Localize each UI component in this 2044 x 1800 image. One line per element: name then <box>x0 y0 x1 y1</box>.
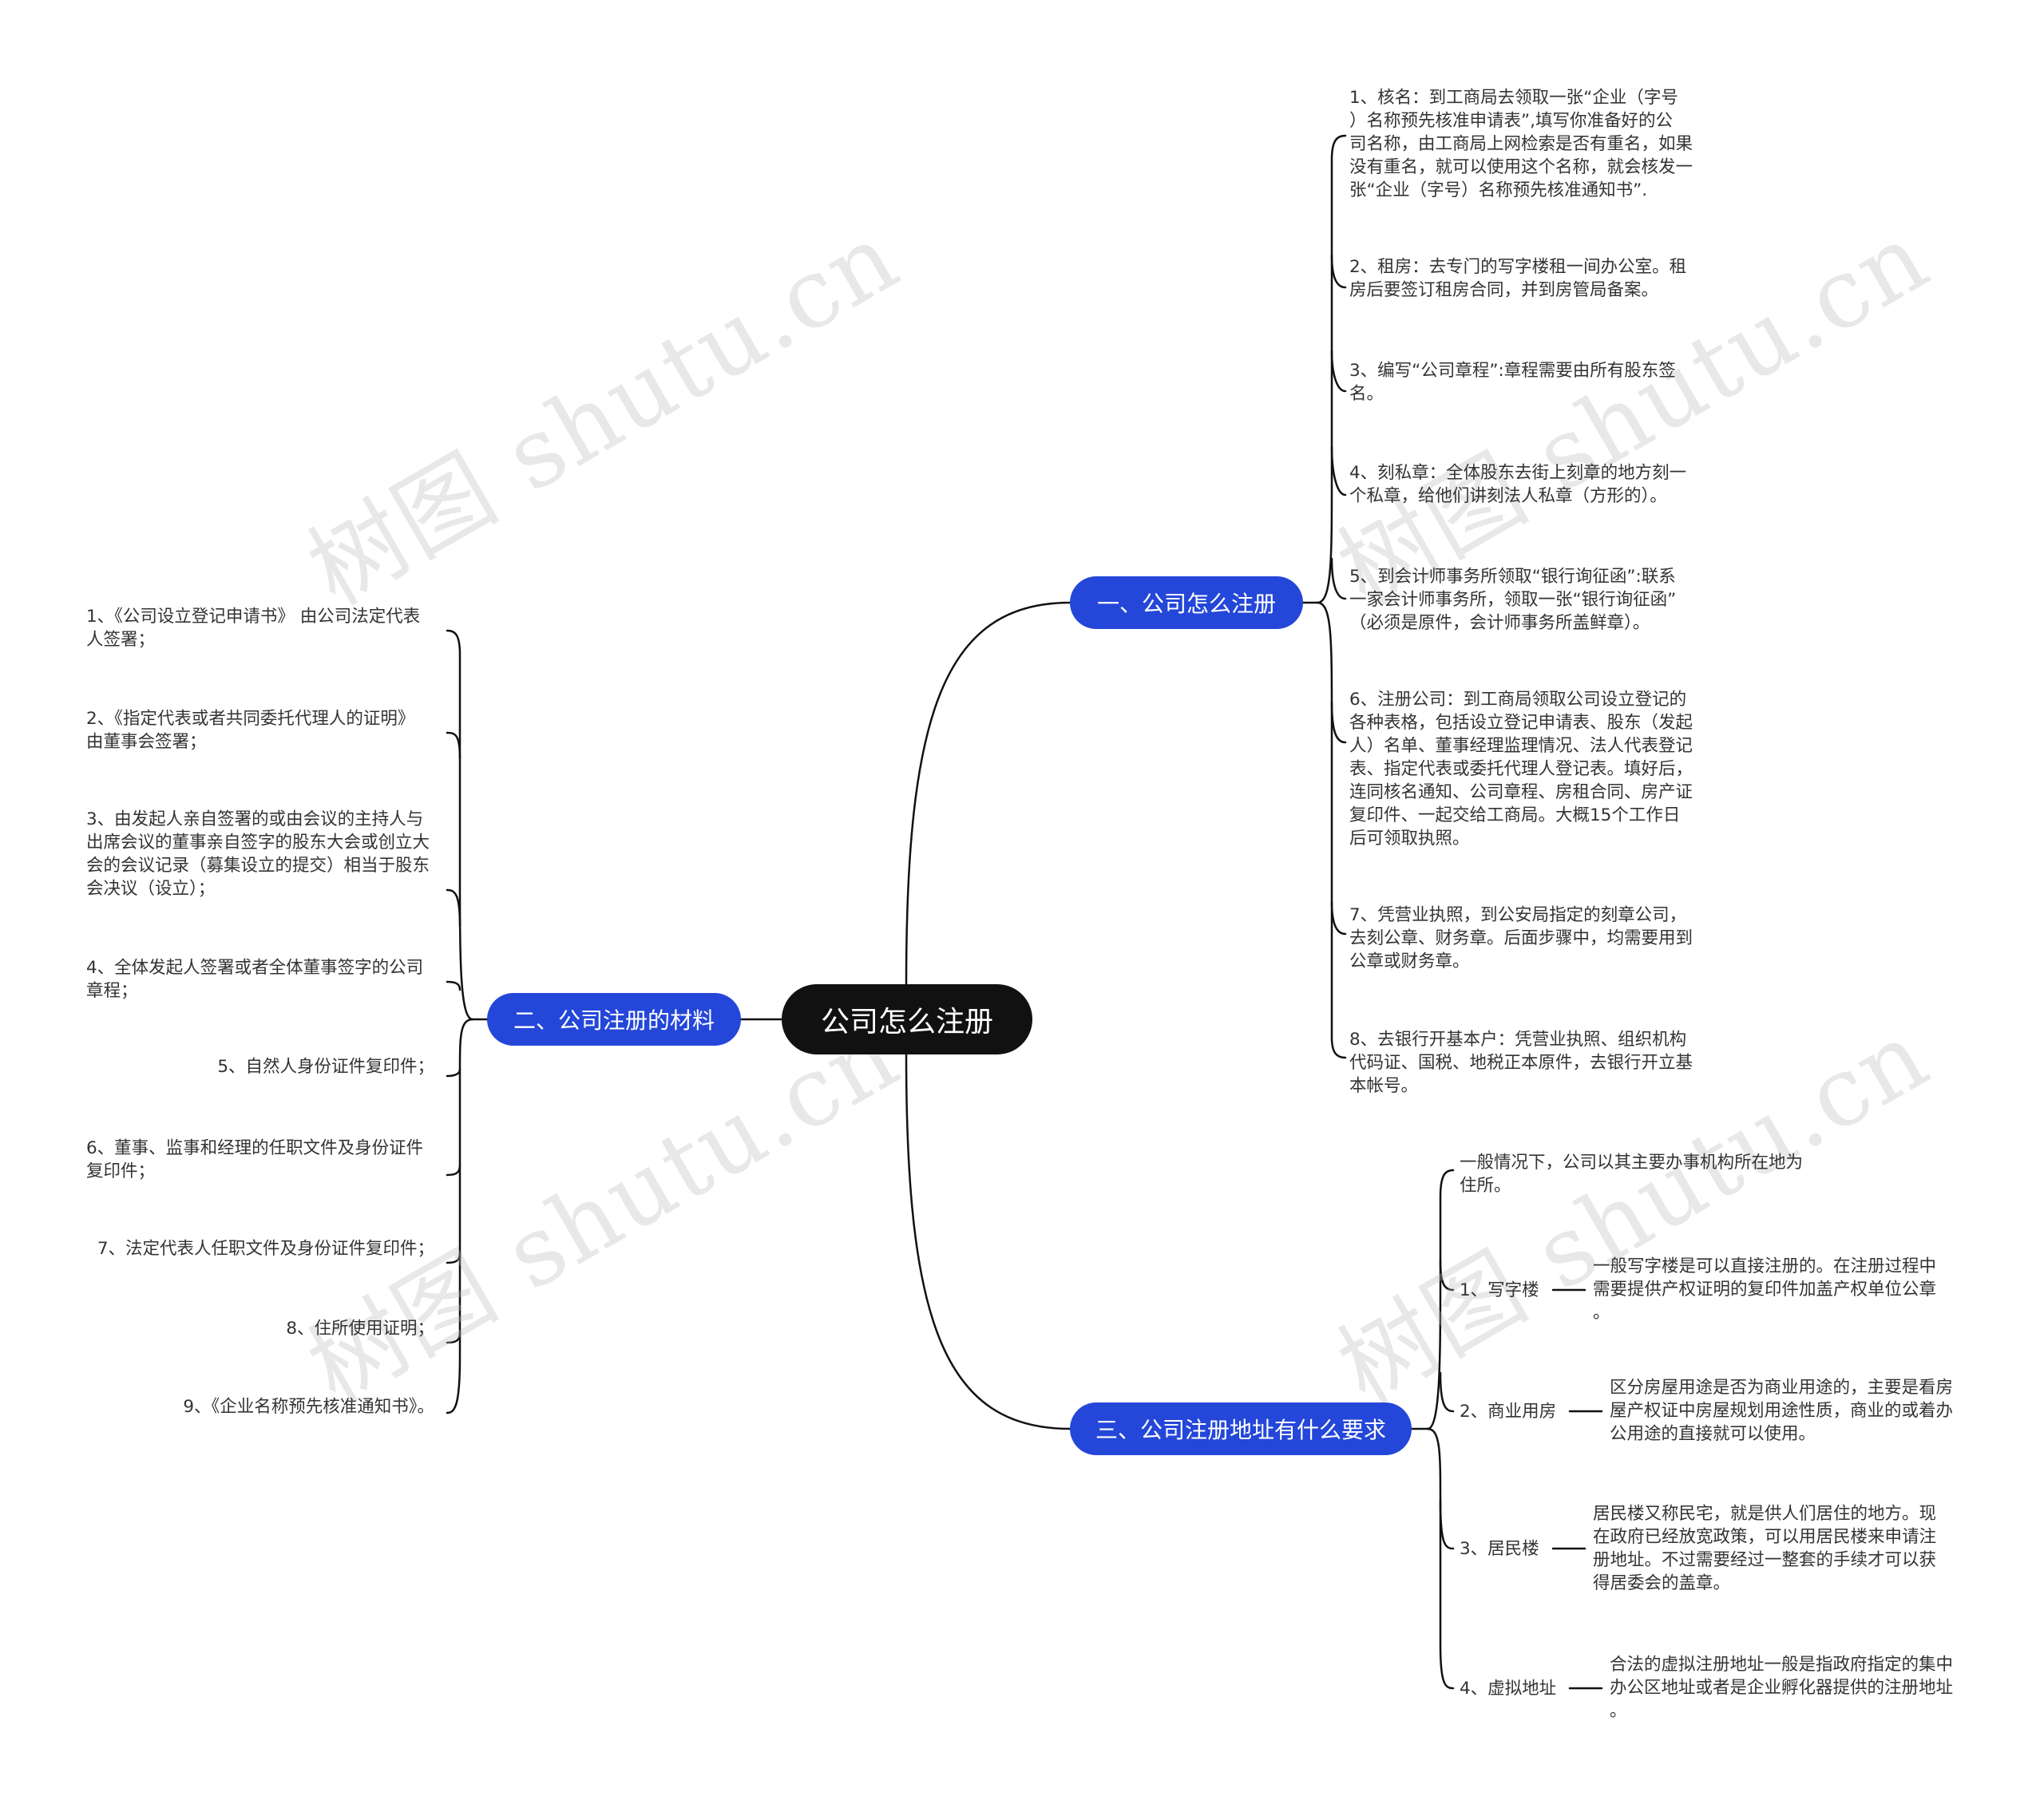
leaf-material[interactable]: 1、《公司设立登记申请书》 由公司法定代表 人签署； <box>86 607 421 650</box>
leaf-step[interactable]: 2、租房：去专门的写字楼租一间办公室。租 房后要签订租房合同，并到房管局备案。 <box>1349 257 1687 300</box>
root-node-label: 公司怎么注册 <box>820 1006 993 1038</box>
sub-label-office[interactable]: 1、写字楼 <box>1460 1280 1539 1300</box>
leaf-material[interactable]: 8、住所使用证明； <box>286 1319 434 1339</box>
leaf-material[interactable]: 3、由发起人亲自签署的或由会议的主持人与 出席会议的董事亲自签字的股东大会或创立… <box>86 809 430 899</box>
branch-node-register-steps[interactable]: 一、公司怎么注册 <box>1070 576 1303 629</box>
leaf-material[interactable]: 5、自然人身份证件复印件； <box>217 1057 434 1077</box>
sub-detail-commercial[interactable]: 区分房屋用途是否为商业用途的，主要是看房 屋产权证中房屋规划用途性质，商业的或着… <box>1610 1378 1954 1444</box>
branch-label: 一、公司怎么注册 <box>1096 591 1276 617</box>
sub-detail-virtual[interactable]: 合法的虚拟注册地址一般是指政府指定的集中 办公区地址或者是企业孵化器提供的注册地… <box>1610 1655 1954 1721</box>
leaf-step[interactable]: 5、到会计师事务所领取“银行询征函”:联系 一家会计师事务所，领取一张“银行询征… <box>1349 567 1677 633</box>
link-root-branch3 <box>905 1053 1072 1430</box>
leaf-material[interactable]: 7、法定代表人任职文件及身份证件复印件； <box>97 1239 434 1259</box>
leaf-material[interactable]: 2、《指定代表或者共同委托代理人的证明》 由董事会签署； <box>86 709 415 752</box>
sub-label-virtual[interactable]: 4、虚拟地址 <box>1460 1679 1557 1699</box>
leaf-address-intro[interactable]: 一般情况下，公司以其主要办事机构所在地为 住所。 <box>1460 1153 1804 1196</box>
branch-node-address-requirements[interactable]: 三、公司注册地址有什么要求 <box>1070 1402 1412 1455</box>
link-root-branch1 <box>905 601 1072 986</box>
sub-detail-office[interactable]: 一般写字楼是可以直接注册的。在注册过程中 需要提供产权证明的复印件加盖产权单位公… <box>1593 1256 1937 1323</box>
branch-label: 三、公司注册地址有什么要求 <box>1095 1417 1386 1443</box>
leaf-step[interactable]: 3、编写“公司章程”:章程需要由所有股东签 名。 <box>1349 361 1676 404</box>
leaf-step[interactable]: 4、刻私章：全体股东去街上刻章的地方刻一 个私章，给他们讲刻法人私章（方形的）。 <box>1349 463 1687 506</box>
sub-label-residential[interactable]: 3、居民楼 <box>1460 1539 1539 1559</box>
sub-label-commercial[interactable]: 2、商业用房 <box>1460 1402 1557 1422</box>
root-node[interactable]: 公司怎么注册 <box>782 984 1032 1054</box>
leaf-step[interactable]: 1、核名：到工商局去领取一张“企业（字号 ）名称预先核准申请表”,填写你准备好的… <box>1349 88 1693 200</box>
branch-label: 二、公司注册的材料 <box>513 1007 715 1034</box>
sub-detail-residential[interactable]: 居民楼又称民宅，就是供人们居住的地方。现 在政府已经放宽政策，可以用居民楼来申请… <box>1593 1504 1937 1593</box>
leaf-material[interactable]: 9、《企业名称预先核准通知书》。 <box>183 1397 434 1417</box>
leaf-step[interactable]: 7、凭营业执照，到公安局指定的刻章公司， 去刻公章、财务章。后面步骤中，均需要用… <box>1349 905 1693 971</box>
leaf-material[interactable]: 4、全体发起人签署或者全体董事签字的公司 章程； <box>86 958 424 1001</box>
leaf-step[interactable]: 6、注册公司：到工商局领取公司设立登记的 各种表格，包括设立登记申请表、股东（发… <box>1349 690 1693 849</box>
leaf-material[interactable]: 6、董事、监事和经理的任职文件及身份证件 复印件； <box>86 1138 424 1181</box>
leaf-step[interactable]: 8、去银行开基本户：凭营业执照、组织机构 代码证、国税、地税正本原件，去银行开立… <box>1349 1030 1693 1096</box>
branch-node-materials[interactable]: 二、公司注册的材料 <box>487 993 741 1046</box>
